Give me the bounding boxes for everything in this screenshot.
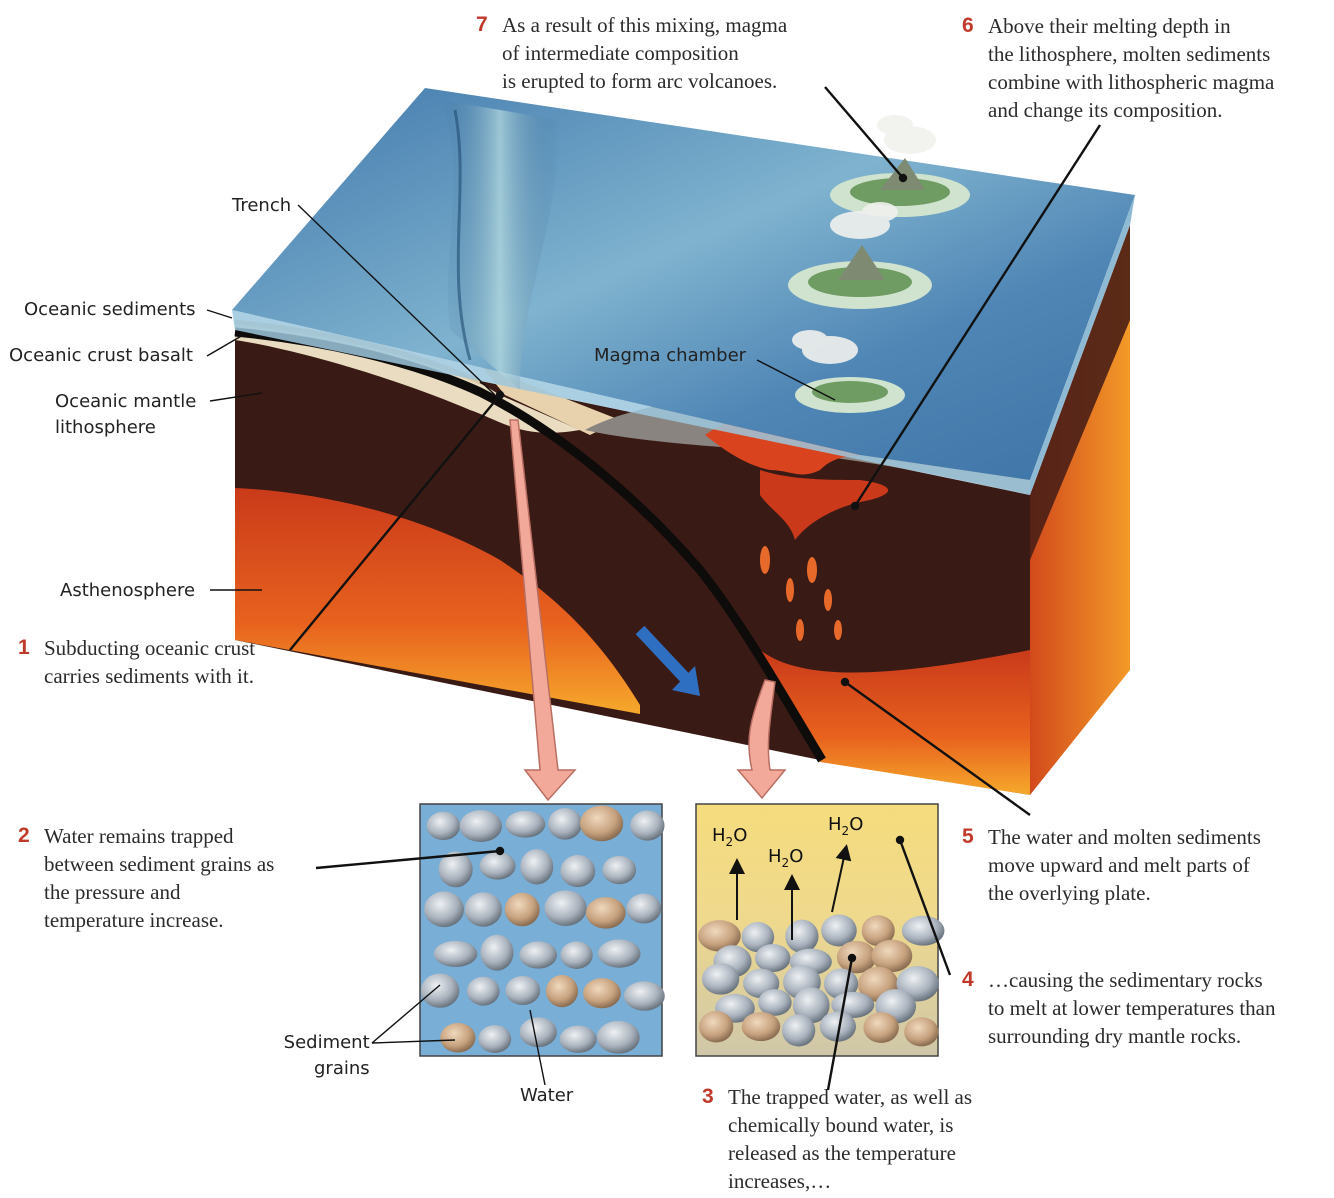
step-6-caption: 6 Above their melting depth in the litho… bbox=[988, 12, 1274, 124]
sediment-grain bbox=[544, 890, 586, 926]
sediment-grain bbox=[583, 978, 621, 1008]
sediment-grain bbox=[440, 1023, 475, 1053]
step-4-caption: 4 …causing the sedimentary rocks to melt… bbox=[988, 966, 1275, 1050]
asthenosphere-label: Asthenosphere bbox=[60, 578, 195, 604]
sediment-grain bbox=[560, 855, 595, 887]
sediment-grain bbox=[627, 894, 662, 924]
sediment-grain bbox=[699, 1011, 733, 1043]
oceanic-mantle-lithosphere-label: Oceanic mantle lithosphere bbox=[55, 389, 196, 441]
sediment-grain bbox=[505, 976, 540, 1005]
sediment-grain bbox=[546, 975, 578, 1007]
sediment-grain bbox=[863, 1012, 898, 1043]
step-2-caption: 2 Water remains trapped between sediment… bbox=[44, 822, 274, 934]
sediment-grains-label: Sediment grains bbox=[280, 1030, 370, 1082]
sediment-grain bbox=[520, 849, 553, 884]
sediment-grain bbox=[520, 1017, 557, 1047]
water-label: Water bbox=[520, 1083, 573, 1109]
magma-chamber-label: Magma chamber bbox=[594, 343, 746, 369]
sediment-grain bbox=[597, 1021, 640, 1054]
sediment-grain bbox=[755, 944, 790, 972]
sediment-grain bbox=[548, 808, 582, 840]
sediment-grain bbox=[519, 941, 557, 968]
inset-sediment-grains bbox=[420, 804, 665, 1056]
step-3-caption: 3 The trapped water, as well as chemical… bbox=[728, 1083, 972, 1195]
sediment-grain bbox=[434, 941, 477, 967]
sediment-grain bbox=[560, 1026, 597, 1053]
sediment-grain bbox=[580, 806, 623, 842]
sediment-grain bbox=[424, 892, 464, 928]
sediment-grain bbox=[560, 941, 592, 969]
sediment-grain bbox=[742, 1012, 781, 1041]
sediment-grain bbox=[782, 1014, 815, 1046]
oceanic-sediments-label: Oceanic sediments bbox=[24, 297, 196, 323]
step-7-caption: 7 As a result of this mixing, magma of i… bbox=[502, 11, 787, 95]
sediment-grain bbox=[460, 810, 503, 842]
sediment-grain bbox=[480, 852, 516, 880]
sediment-grain bbox=[602, 856, 636, 884]
sediment-grain bbox=[467, 977, 500, 1006]
step-5-caption: 5 The water and molten sediments move up… bbox=[988, 823, 1261, 907]
sediment-grain bbox=[630, 810, 664, 840]
sediment-grain bbox=[702, 963, 739, 994]
sediment-grain bbox=[427, 812, 460, 840]
trench-label: Trench bbox=[232, 193, 291, 219]
oceanic-crust-basalt-label: Oceanic crust basalt bbox=[9, 343, 193, 369]
sediment-grain bbox=[505, 893, 540, 926]
sediment-grain bbox=[904, 1017, 938, 1046]
sediment-grain bbox=[586, 897, 626, 929]
sediment-grain bbox=[478, 1025, 511, 1053]
inset-water-release: H2O H2O H2O bbox=[696, 804, 944, 1056]
step-1-caption: 1 Subducting oceanic crust carries sedim… bbox=[44, 634, 255, 690]
sediment-grain bbox=[505, 811, 545, 838]
sediment-grain bbox=[785, 920, 818, 953]
sediment-grain bbox=[480, 935, 513, 971]
sediment-grain bbox=[465, 892, 502, 926]
sediment-grain bbox=[758, 989, 792, 1016]
sediment-grain bbox=[624, 981, 665, 1010]
sediment-grain bbox=[421, 974, 459, 1008]
sediment-grain bbox=[598, 939, 640, 967]
